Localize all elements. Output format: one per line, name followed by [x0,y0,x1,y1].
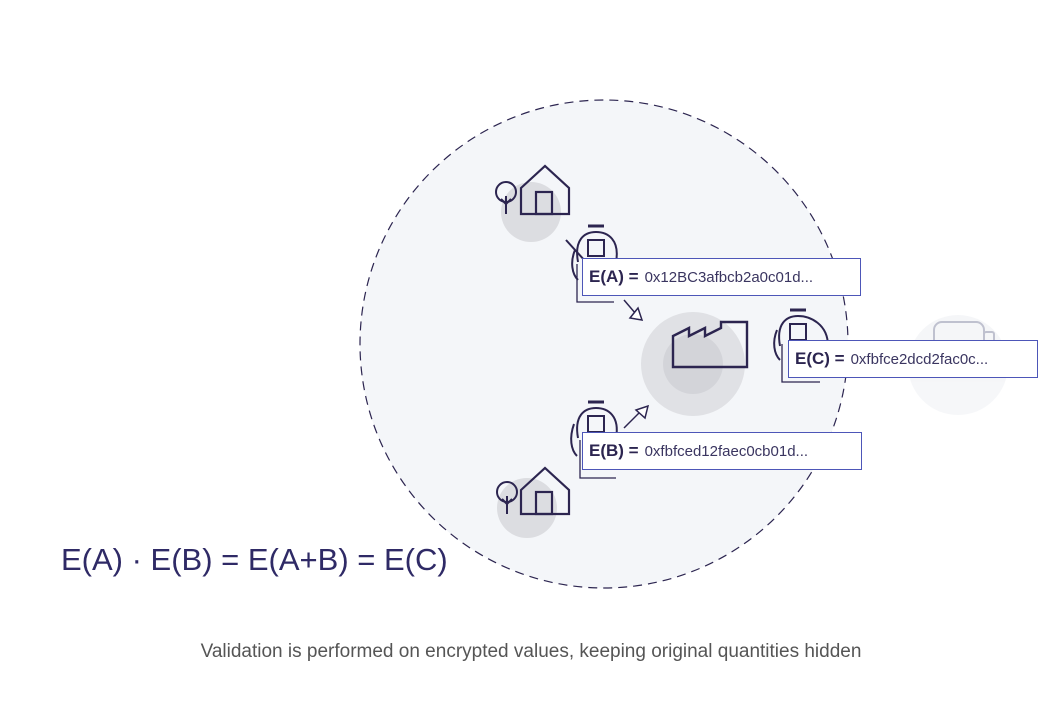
house-icon-top [519,164,571,216]
arrow-b-to-factory [623,404,650,429]
tag-a-label: E(A) = [589,267,639,286]
diagram-caption: Validation is performed on encrypted val… [200,641,862,662]
tag-stack-lines [576,264,820,479]
tag-a-value: 0x12BC3afbcb2a0c01d... [644,268,814,286]
tag-c-value: 0xfbfce2dcd2fac0c... [850,350,989,368]
tag-b-value: 0xfbfced12faec0cb01d... [644,442,809,460]
milk-can-icon-b [570,400,618,457]
encrypted-tag-c: E(C) = 0xfbfce2dcd2fac0c... [788,340,1038,378]
encrypted-tag-a: E(A) = 0x12BC3afbcb2a0c01d... [582,258,861,296]
tag-c-label: E(C) = [795,349,845,368]
factory-icon [671,320,749,369]
encrypted-tag-b: E(B) = 0xfbfced12faec0cb01d... [582,432,862,470]
tag-b-label: E(B) = [589,441,639,460]
arrow-a-to-factory [623,299,644,321]
homomorphic-formula: E(A) · E(B) = E(A+B) = E(C) [61,542,448,577]
house-icon-bottom [519,466,571,516]
tree-icon-top [495,181,517,214]
tree-icon-bottom [496,481,518,514]
